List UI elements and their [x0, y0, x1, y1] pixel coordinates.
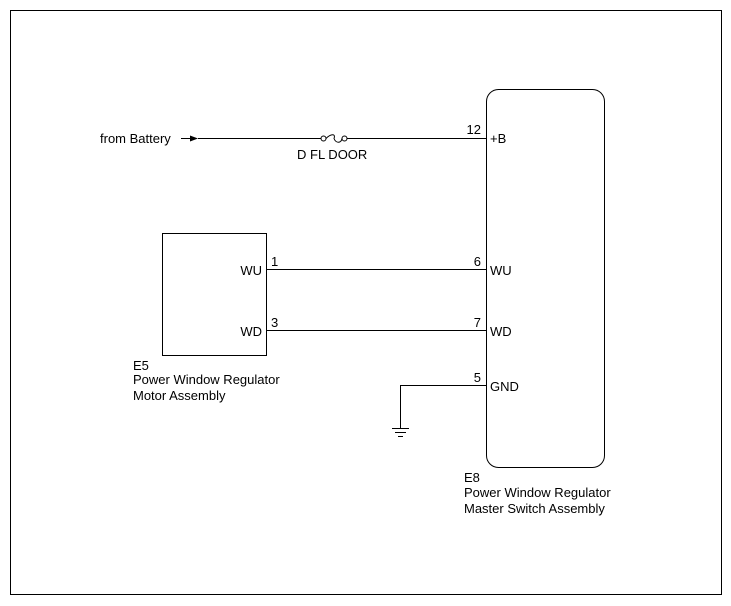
- motor-pin-label-wu: WU: [240, 263, 262, 278]
- arrow-right-icon: [181, 135, 198, 142]
- master-pin-number-b: 12: [467, 122, 481, 137]
- master-switch-name-line1: Power Window Regulator: [464, 485, 611, 500]
- diagram-frame: [10, 10, 722, 595]
- battery-source-label: from Battery: [100, 131, 171, 146]
- master-pin-number-wu: 6: [474, 254, 481, 269]
- master-pin-label-gnd: GND: [490, 379, 519, 394]
- fuse-icon: [320, 134, 348, 143]
- motor-pin-number-wu: 1: [271, 254, 278, 269]
- gnd-wire: [400, 385, 486, 428]
- motor-name-line2: Motor Assembly: [133, 388, 226, 403]
- master-pin-label-b: +B: [490, 131, 506, 146]
- motor-code: E5: [133, 358, 149, 373]
- master-switch-name-line2: Master Switch Assembly: [464, 501, 605, 516]
- ground-icon: [392, 428, 409, 437]
- master-switch-box: [486, 89, 605, 468]
- motor-pin-number-wd: 3: [271, 315, 278, 330]
- master-pin-label-wd: WD: [490, 324, 512, 339]
- master-pin-label-wu: WU: [490, 263, 512, 278]
- master-switch-code: E8: [464, 470, 480, 485]
- master-pin-number-wd: 7: [474, 315, 481, 330]
- master-pin-number-gnd: 5: [474, 370, 481, 385]
- fuse-label: D FL DOOR: [297, 147, 367, 162]
- motor-pin-label-wd: WD: [240, 324, 262, 339]
- motor-name-line1: Power Window Regulator: [133, 372, 280, 387]
- motor-box: [162, 233, 267, 356]
